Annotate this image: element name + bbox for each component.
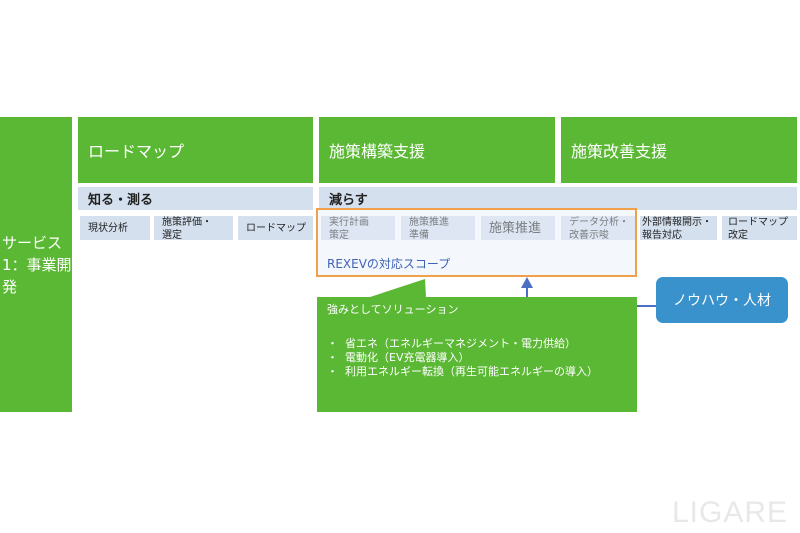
solution-item: 利用エネルギー転換（再生可能エネルギーの導入） <box>345 365 615 379</box>
phase-roadmap: ロードマップ <box>78 117 313 183</box>
rexev-scope-box: REXEVの対応スコープ <box>316 208 637 277</box>
ligare-logo: LIGARE <box>672 496 789 529</box>
step: 外部情報開示・ 報告対応 <box>640 216 717 241</box>
solution-item: 省エネ（エネルギーマネジメント・電力供給） <box>345 337 627 351</box>
phase-improve: 施策改善支援 <box>561 117 797 183</box>
scope-label: REXEVの対応スコープ <box>327 257 451 271</box>
step: 現状分析 <box>80 216 150 240</box>
step: データ分析・ 改善示唆 <box>561 216 635 241</box>
stage-know: 知る・測る <box>78 187 313 210</box>
step: ロードマップ 改定 <box>722 216 797 241</box>
step: 施策評価・ 選定 <box>154 216 233 241</box>
service-label-text: サービス1：事業開発 <box>2 233 72 296</box>
solution-item: 電動化（EV充電器導入） <box>345 351 627 365</box>
arrow-head <box>521 277 533 288</box>
solution-title: 強みとしてソリューション <box>327 303 459 316</box>
solution-box: 強みとしてソリューション 省エネ（エネルギーマネジメント・電力供給） 電動化（E… <box>317 297 637 412</box>
step: ロードマップ <box>238 216 313 240</box>
callout-triangle <box>370 279 426 297</box>
step: 実行計画 策定 <box>321 216 395 241</box>
step: 施策推進 準備 <box>401 216 475 241</box>
phase-build: 施策構築支援 <box>319 117 555 183</box>
knowhow-box: ノウハウ・人材 <box>656 277 788 323</box>
step: 施策推進 <box>481 216 555 240</box>
stage-reduce: 減らす <box>319 187 797 210</box>
service-label: サービス1：事業開発 <box>0 117 72 412</box>
